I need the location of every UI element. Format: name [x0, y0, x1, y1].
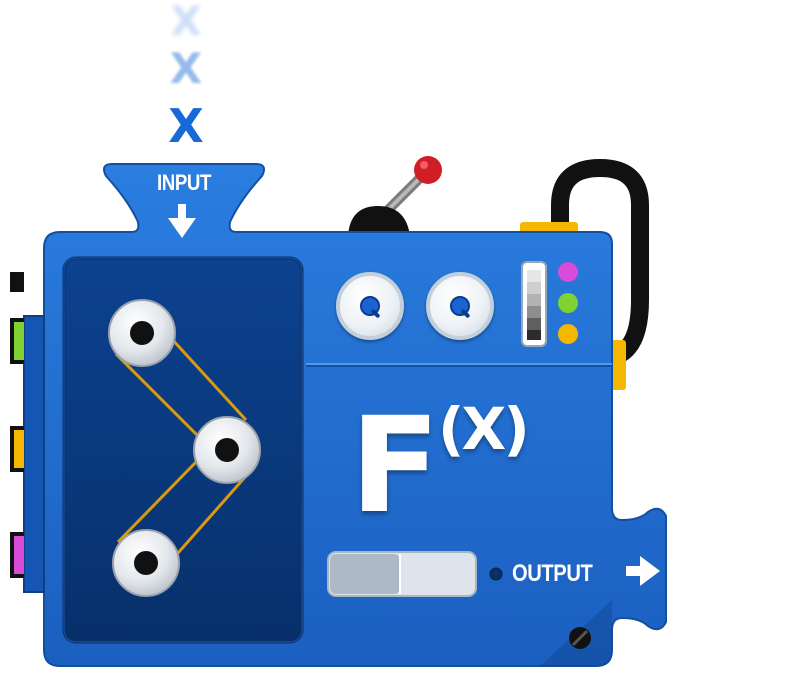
function-argument: (X) — [438, 395, 530, 463]
dial-knob-icon[interactable] — [426, 272, 494, 340]
status-light-yellow — [558, 324, 578, 344]
status-light-magenta — [558, 262, 578, 282]
side-port-green[interactable] — [10, 318, 24, 364]
function-name: F — [350, 389, 441, 543]
falling-x-mid: X — [169, 44, 203, 93]
input-label: INPUT — [157, 170, 211, 195]
output-indicator-dot — [489, 567, 503, 581]
falling-x-faded: X — [170, 0, 202, 45]
screw-icon — [569, 627, 591, 649]
output-label: OUTPUT — [512, 560, 593, 587]
side-port-magenta[interactable] — [10, 532, 24, 578]
dial-knob-icon[interactable] — [336, 272, 404, 340]
level-gauge — [521, 261, 547, 347]
arrow-right-icon — [626, 556, 660, 586]
lever-icon[interactable] — [348, 156, 442, 236]
side-port-top — [10, 272, 24, 292]
output-slider — [327, 551, 477, 597]
side-port-yellow[interactable] — [10, 426, 24, 472]
pulley-bottom — [112, 529, 180, 597]
pulley-top — [108, 299, 176, 367]
status-light-green — [558, 293, 578, 313]
arrow-down-icon — [168, 204, 196, 238]
pulley-panel — [62, 256, 304, 644]
input-variable-x: X — [168, 99, 204, 153]
pulley-middle — [193, 416, 261, 484]
